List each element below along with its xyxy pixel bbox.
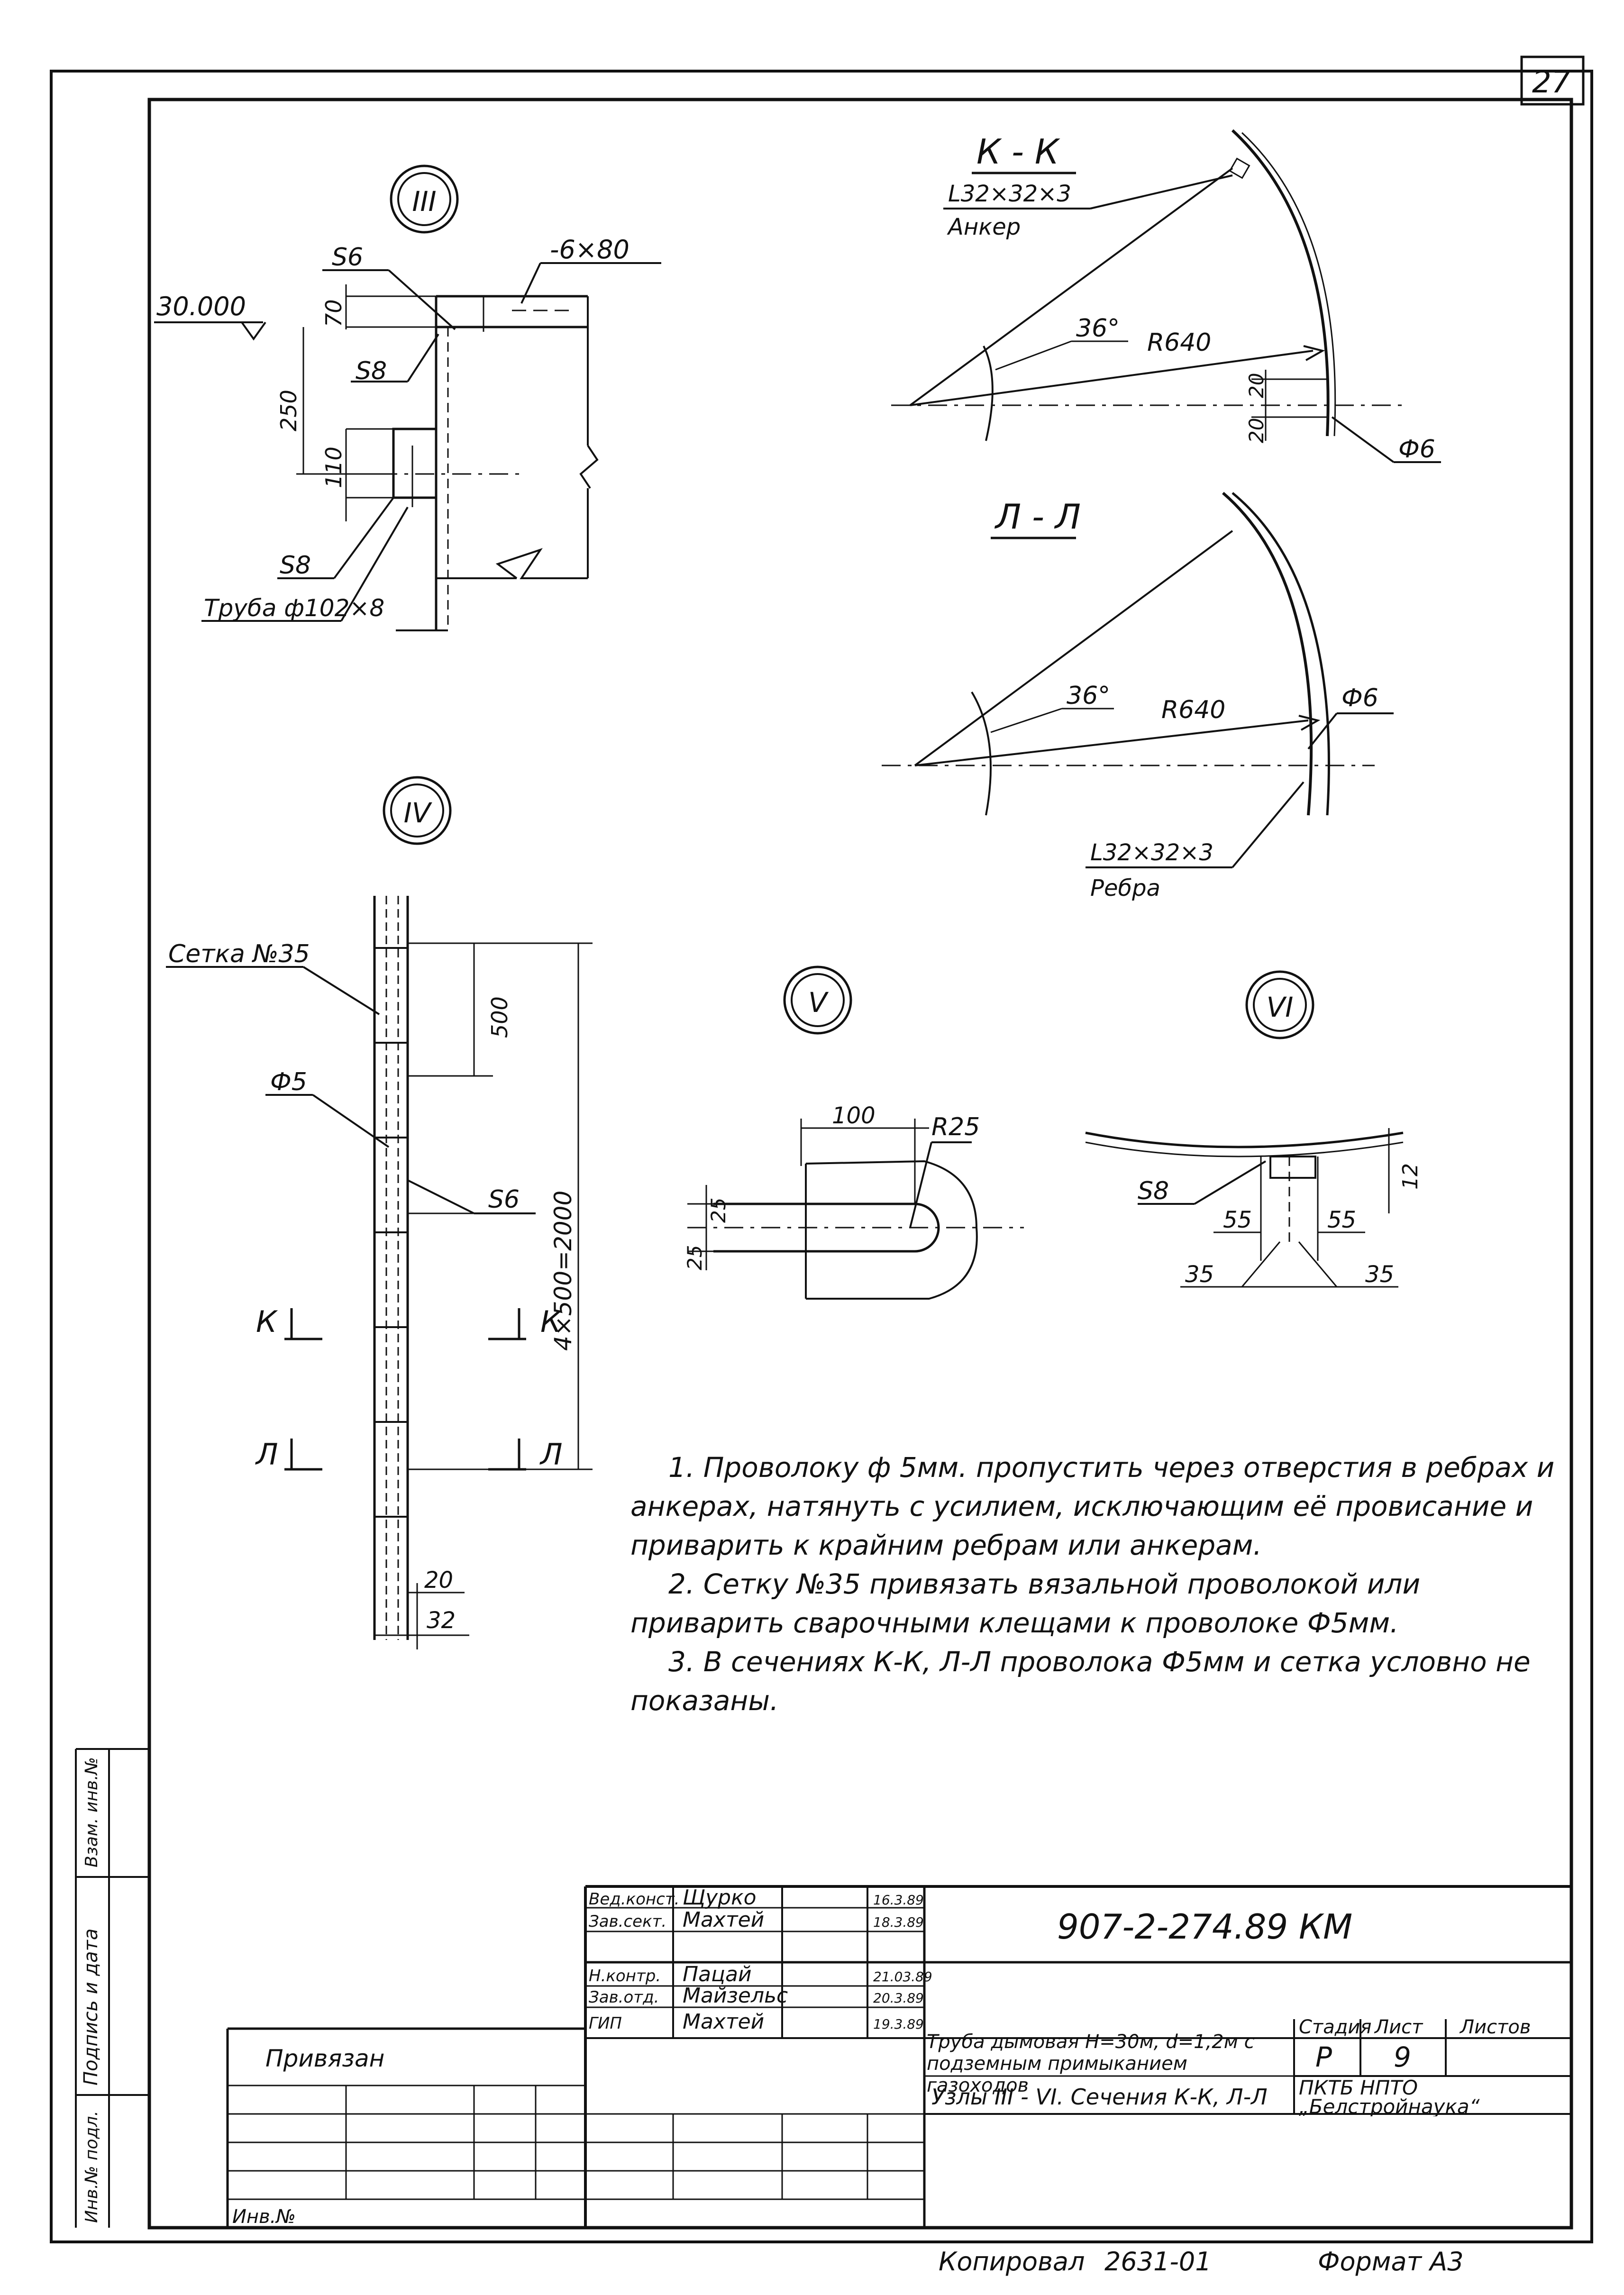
section-kk: К - К 36° R640 L32×32×3 Анкер 20 20 Ф6 — [891, 129, 1441, 464]
org-name: ПКТБ НПТО „Белстройнаука“ — [1299, 2078, 1480, 2116]
ll-profile: L32×32×3 — [1090, 839, 1213, 866]
sheet-number: 27 — [1532, 65, 1571, 100]
tb-name-1: Щурко — [683, 1885, 757, 1910]
v-dim-25a: 25 — [707, 1198, 730, 1223]
tb-name-4: Майзельс — [683, 1984, 788, 2008]
title-block — [226, 1885, 1571, 2228]
iv-cut-l-left: Л — [255, 1437, 278, 1472]
side-stamp: Инв.№ подл. Подпись и дата Взам. инв.№ — [75, 1748, 149, 2228]
stage-value: Р — [1315, 2041, 1332, 2073]
note-2: 2. Сетку №35 привязать вязальной проволо… — [630, 1568, 1421, 1639]
iv-mesh: Сетка №35 — [168, 940, 310, 968]
node-vi-title: VI — [1267, 991, 1294, 1023]
section-ll: Л - Л 36° R640 Ф6 L32×32×3 Ребра — [882, 492, 1394, 902]
kk-angle: 36° — [1076, 314, 1120, 343]
section-kk-title: К - К — [976, 132, 1060, 172]
ll-wire: Ф6 — [1341, 684, 1378, 712]
kk-wire: Ф6 — [1398, 435, 1435, 464]
tb-date-1: 16.3.89 — [873, 1892, 924, 1908]
node-iv-title: IV — [404, 797, 433, 829]
notes-block: 1. Проволоку ф 5мм. пропустить через отв… — [630, 1448, 1560, 1720]
side-stamp-inv: Инв.№ подл. — [82, 2111, 101, 2223]
iv-wire: Ф5 — [270, 1068, 307, 1096]
iv-dim-20: 20 — [424, 1567, 453, 1594]
iv-cut-k-left: К — [256, 1304, 278, 1339]
tb-date-2: 18.3.89 — [873, 1914, 924, 1930]
elevation-label: 30.000 — [156, 291, 246, 321]
node-iv: IV 500 4×500=2000 Сетка №35 Ф5 S6 К — [166, 776, 593, 1649]
tb-role-5: ГИП — [589, 2014, 622, 2033]
dim-250: 250 — [276, 390, 301, 431]
title-block-text: 907-2-274.89 КМ Вед.конст. Щурко 16.3.89… — [232, 1885, 1531, 2277]
vi-dim-35a: 35 — [1185, 1261, 1214, 1288]
copied-label: Копировал — [939, 2247, 1085, 2277]
copied-number: 2631-01 — [1104, 2247, 1212, 2277]
tb-date-4: 20.3.89 — [873, 1990, 924, 2006]
node-vi: VI S8 55 55 35 35 12 — [1085, 970, 1423, 1288]
iv-dim-500: 500 — [487, 996, 512, 1038]
stage-label: Стадия — [1299, 2016, 1371, 2038]
weld-s8-top: S8 — [356, 357, 387, 385]
sheet-value: 9 — [1394, 2041, 1411, 2073]
dim-70: 70 — [321, 299, 347, 327]
iv-dim-total: 4×500=2000 — [549, 1191, 577, 1351]
kk-dim-20b: 20 — [1245, 418, 1268, 443]
tb-date-5: 19.3.89 — [873, 2016, 924, 2032]
tb-name-5: Махтей — [683, 2010, 764, 2034]
node-v-title: V — [808, 986, 829, 1019]
doc-code: 907-2-274.89 КМ — [1057, 1907, 1352, 1947]
weld-s8-bottom: S8 — [280, 551, 311, 580]
v-dim-100: 100 — [832, 1102, 876, 1129]
vi-dim-55a: 55 — [1223, 1207, 1252, 1233]
kk-profile: L32×32×3 — [948, 181, 1071, 207]
sheets-label: Листов — [1459, 2016, 1531, 2038]
vi-weld: S8 — [1138, 1177, 1169, 1205]
sheet-label: Лист — [1374, 2016, 1423, 2038]
v-radius: R25 — [931, 1113, 980, 1141]
section-ll-title: Л - Л — [994, 497, 1081, 537]
tb-role-1: Вед.конст. — [589, 1890, 679, 1909]
vi-dim-55b: 55 — [1327, 1207, 1356, 1233]
drawing-subtitle: Узлы III - VI. Сечения К-К, Л-Л — [931, 2084, 1268, 2110]
drawing-title: Труба дымовая Н=30м, d=1,2м с подземным … — [927, 2031, 1255, 2096]
dim-110: 110 — [321, 446, 347, 488]
note-3: 3. В сечениях К-К, Л-Л проволока Ф5мм и … — [630, 1646, 1531, 1717]
tb-role-2: Зав.сект. — [589, 1912, 666, 1931]
kk-radius: R640 — [1147, 328, 1211, 357]
node-iii: III 30.000 -6×80 70 25 — [154, 164, 661, 631]
plate-label: -6×80 — [550, 235, 630, 264]
format-label: Формат А3 — [1318, 2247, 1464, 2277]
tb-date-3: 21.03.89 — [873, 1969, 932, 1985]
kk-dim-20a: 20 — [1245, 373, 1268, 398]
vi-dim-35b: 35 — [1365, 1261, 1394, 1288]
v-dim-25b: 25 — [683, 1245, 706, 1270]
linked-label: Привязан — [265, 2045, 384, 2072]
ll-profile-role: Ребра — [1090, 875, 1160, 902]
tb-role-4: Зав.отд. — [589, 1988, 659, 2007]
pipe-label: Труба ф102×8 — [204, 594, 384, 622]
iv-weld: S6 — [488, 1185, 520, 1214]
sheet-frame: 27 — [50, 55, 1593, 2243]
kk-profile-role: Анкер — [947, 214, 1021, 240]
ll-radius: R640 — [1161, 696, 1225, 724]
side-stamp-sign: Подпись и дата — [80, 1929, 102, 2086]
weld-s6: S6 — [332, 243, 363, 272]
iv-dim-32: 32 — [427, 1607, 456, 1634]
tb-name-3: Пацай — [683, 1962, 752, 1986]
tb-name-2: Махтей — [683, 1908, 764, 1932]
ll-angle: 36° — [1067, 682, 1110, 710]
tb-role-3: Н.контр. — [589, 1967, 661, 1985]
node-v: V 100 R25 25 25 — [683, 965, 1024, 1300]
vi-dim-12: 12 — [1398, 1163, 1423, 1190]
inv-label: Инв.№ — [232, 2206, 296, 2228]
side-stamp-replace: Взам. инв.№ — [82, 1757, 101, 1867]
iv-cut-l-right: Л — [539, 1437, 563, 1472]
node-iii-title: III — [412, 185, 436, 218]
note-1: 1. Проволоку ф 5мм. пропустить через отв… — [630, 1451, 1555, 1561]
iv-cut-k-right: К — [540, 1304, 563, 1339]
